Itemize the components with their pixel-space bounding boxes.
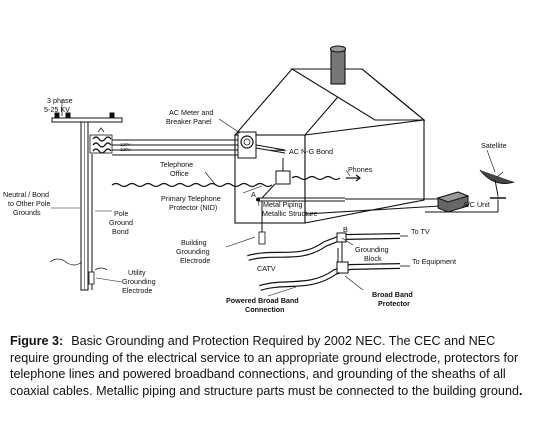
- ac-meter-panel: [237, 131, 286, 159]
- label-pole-ground: Ground: [109, 218, 133, 227]
- label-powered-bb-2: Connection: [245, 305, 285, 314]
- label-office: Office: [170, 169, 189, 178]
- label-kv: 5-25 KV: [44, 105, 70, 114]
- label-phones: Phones: [348, 165, 373, 174]
- utility-ground-rod: [88, 271, 95, 285]
- marker-a: A: [251, 190, 256, 199]
- label-metal-piping: Metal Piping: [263, 200, 303, 209]
- label-pole-bond: Bond: [112, 227, 129, 236]
- label-telephone: Telephone: [160, 160, 193, 169]
- building-ground-rod: [258, 231, 266, 245]
- metal-piping: [258, 183, 345, 233]
- label-to-equipment: To Equipment: [412, 257, 456, 266]
- label-bb-protector-1: Broad Band: [372, 290, 413, 299]
- label-catv: CATV: [257, 264, 276, 273]
- label-grounding-block-1: Grounding: [355, 245, 389, 254]
- label-pole: Pole: [114, 209, 128, 218]
- diagram-labels: 3 phase 5-25 KV AC Meter and Breaker Pan…: [3, 96, 507, 314]
- figure-caption: Figure 3:Basic Grounding and Protection …: [10, 333, 532, 399]
- label-primary-telephone: Primary Telephone: [161, 194, 221, 203]
- satellite-dish: [479, 169, 515, 210]
- label-bb-protector-2: Protector: [378, 299, 410, 308]
- label-building-electrode: Electrode: [180, 256, 210, 265]
- label-satellite: Satellite: [481, 141, 507, 150]
- broadband-protector: [336, 261, 349, 274]
- marker-b: B: [343, 225, 348, 234]
- service-drop: [112, 139, 238, 156]
- label-grounds: Grounds: [13, 208, 41, 217]
- label-building: Building: [181, 238, 207, 247]
- nid-box: [275, 170, 291, 185]
- label-utility: Utility: [128, 268, 146, 277]
- label-metallic-structure: Metallic Structure: [262, 209, 318, 218]
- label-3-phase: 3 phase: [47, 96, 73, 105]
- label-utility-electrode: Electrode: [122, 286, 152, 295]
- label-protector-nid: Protector (NID): [169, 203, 217, 212]
- chimney: [330, 48, 346, 85]
- figure-number: Figure 3:: [10, 334, 64, 348]
- voltage-label-1: 120V: [120, 142, 131, 147]
- label-powered-bb-1: Powered Broad Band: [226, 296, 299, 305]
- leader-lines: [51, 100, 496, 297]
- label-building-grounding: Grounding: [176, 247, 210, 256]
- label-breaker-panel: Breaker Panel: [166, 117, 212, 126]
- label-grounding-block-2: Block: [364, 254, 382, 263]
- telephone-line: [111, 174, 361, 188]
- voltage-label-2: 120V: [120, 147, 131, 152]
- coax-cables: [247, 233, 401, 291]
- pole-crossarm: [51, 117, 123, 123]
- label-ac-meter: AC Meter and: [169, 108, 213, 117]
- ac-unit: [436, 191, 470, 213]
- caption-text: Basic Grounding and Protection Required …: [10, 334, 519, 398]
- label-neutral-bond: Neutral / Bond: [3, 190, 49, 199]
- ac-unit-wire: [304, 198, 441, 215]
- utility-pole: [49, 112, 123, 291]
- grounding-block: [336, 232, 347, 243]
- chimney-top: [329, 45, 347, 53]
- label-to-tv: To TV: [411, 227, 430, 236]
- house-side-wall: [304, 119, 425, 224]
- label-utility-grounding: Grounding: [122, 277, 156, 286]
- caption-end: .: [518, 383, 523, 398]
- transformer: [89, 127, 113, 154]
- label-ac-unit: A/C Unit: [463, 200, 490, 209]
- label-ac-ng-bond: AC N-G Bond: [289, 147, 333, 156]
- label-to-other-pole: to Other Pole: [8, 199, 50, 208]
